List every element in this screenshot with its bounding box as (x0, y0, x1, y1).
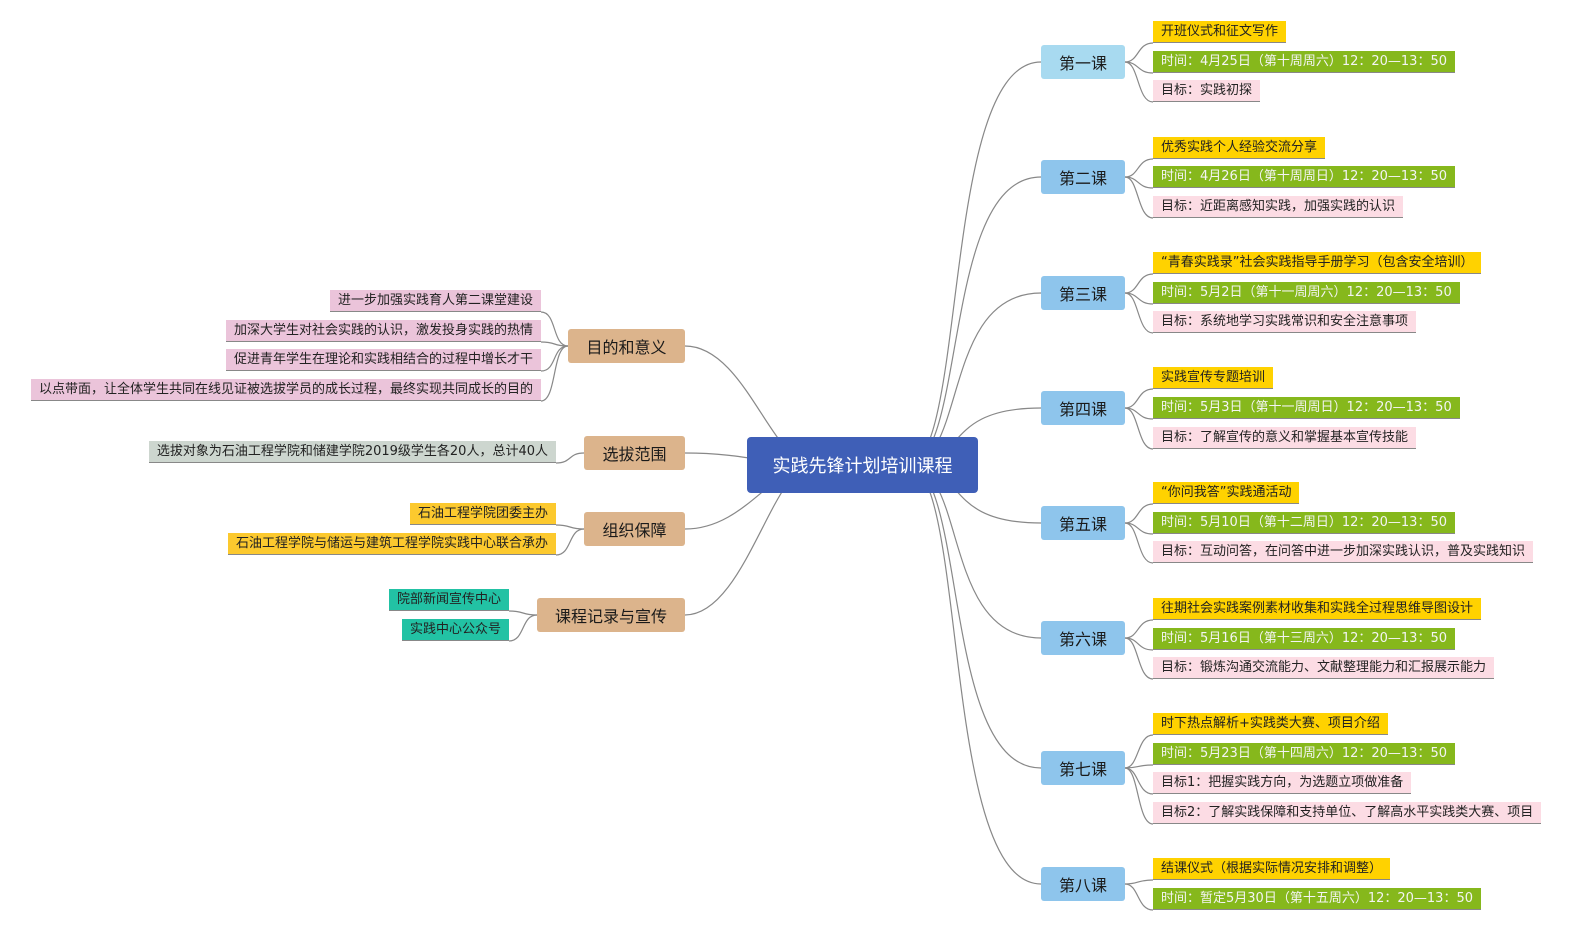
link-lesson-7-leaf (1124, 734, 1154, 769)
link-lesson-5-leaf (1124, 503, 1154, 524)
lesson-1-time: 时间：4月25日（第十周周六）12：20—13：50 (1153, 51, 1455, 73)
link-lesson-6-leaf (1124, 637, 1154, 680)
purpose-item-3: 促进青年学生在理论和实践相结合的过程中增长才干 (225, 349, 541, 371)
lesson-1-node[interactable]: 第一课 (1041, 45, 1125, 79)
link-lesson-4-leaf (1124, 388, 1154, 409)
link-center-lesson-1 (907, 61, 1042, 466)
link-branch-record-publicity-leaf (508, 610, 538, 616)
link-branch-purpose-leaf (540, 341, 569, 347)
lesson-3-goal: 目标：系统地学习实践常识和安全注意事项 (1153, 311, 1417, 333)
link-lesson-2-leaf (1124, 158, 1154, 178)
purpose-item-2: 加深大学生对社会实践的认识，激发投身实践的热情 (225, 320, 541, 342)
link-lesson-1-leaf (1124, 42, 1154, 63)
link-center-lesson-8 (907, 464, 1042, 885)
link-branch-organization-leaf (555, 524, 585, 530)
lesson-6-time: 时间：5月16日（第十三周六）12：20—13：50 (1153, 628, 1455, 650)
link-lesson-8-leaf (1124, 883, 1154, 911)
lesson-2-node[interactable]: 第二课 (1041, 160, 1125, 194)
branch-organization[interactable]: 组织保障 (584, 512, 685, 546)
lesson-5-time: 时间：5月10日（第十二周日）12：20—13：50 (1153, 512, 1455, 534)
selection-item-1: 选拔对象为石油工程学院和储建学院2019级学生各20人，总计40人 (148, 441, 556, 463)
lesson-1-goal: 目标：实践初探 (1153, 80, 1261, 102)
lesson-8-time: 时间：暂定5月30日（第十五周六）12：20—13：50 (1153, 888, 1481, 910)
lesson-7-node[interactable]: 第七课 (1041, 751, 1125, 785)
record-item-1: 院部新闻宣传中心 (388, 589, 509, 611)
purpose-item-4: 以点带面，让全体学生共同在线见证被选拔学员的成长过程，最终实现共同成长的目的 (30, 379, 541, 401)
lesson-6-goal: 目标：锻炼沟通交流能力、文献整理能力和汇报展示能力 (1153, 657, 1495, 679)
purpose-item-1: 进一步加强实践育人第二课堂建设 (329, 290, 541, 312)
lesson-5-node[interactable]: 第五课 (1041, 506, 1125, 540)
lesson-3-time: 时间：5月2日（第十一周周六）12：20—13：50 (1153, 282, 1460, 304)
organization-item-2: 石油工程学院与储运与建筑工程学院实践中心联合承办 (227, 533, 556, 555)
organization-item-1: 石油工程学院团委主办 (409, 503, 556, 525)
lesson-6-topic: 往期社会实践案例素材收集和实践全过程思维导图设计 (1153, 598, 1482, 620)
lesson-2-topic: 优秀实践个人经验交流分享 (1153, 137, 1326, 159)
branch-record-publicity[interactable]: 课程记录与宣传 (537, 598, 685, 632)
lesson-2-time: 时间：4月26日（第十周周日）12：20—13：50 (1153, 166, 1455, 188)
link-branch-record-publicity-leaf (508, 614, 538, 642)
lesson-5-goal: 目标：互动问答，在问答中进一步加深实践认识，普及实践知识 (1153, 541, 1534, 563)
lesson-1-topic: 开班仪式和征文写作 (1153, 21, 1287, 43)
link-branch-purpose-leaf (540, 345, 569, 372)
link-branch-purpose-leaf (540, 311, 569, 347)
lesson-4-topic: 实践宣传专题培训 (1153, 367, 1274, 389)
link-lesson-6-leaf (1124, 619, 1154, 639)
link-branch-organization-leaf (555, 528, 585, 556)
lesson-6-node[interactable]: 第六课 (1041, 621, 1125, 655)
lesson-3-topic: “青春实践录”社会实践指导手册学习（包含安全培训） (1153, 252, 1482, 274)
lesson-7-topic: 时下热点解析+实践类大赛、项目介绍 (1153, 713, 1388, 735)
lesson-8-topic: 结课仪式（根据实际情况安排和调整） (1153, 858, 1391, 880)
central-topic[interactable]: 实践先锋计划培训课程 (747, 437, 978, 493)
lesson-2-goal: 目标：近距离感知实践，加强实践的认识 (1153, 196, 1404, 218)
lesson-7-goal-1: 目标1：把握实践方向，为选题立项做准备 (1153, 772, 1412, 794)
lesson-4-goal: 目标：了解宣传的意义和掌握基本宣传技能 (1153, 427, 1417, 449)
lesson-3-node[interactable]: 第三课 (1041, 276, 1125, 310)
branch-purpose[interactable]: 目的和意义 (568, 329, 685, 363)
link-branch-purpose-leaf (540, 345, 569, 402)
lesson-7-time: 时间：5月23日（第十四周六）12：20—13：50 (1153, 743, 1455, 765)
link-lesson-2-leaf (1124, 176, 1154, 219)
lesson-8-node[interactable]: 第八课 (1041, 867, 1125, 901)
link-center-lesson-7 (907, 464, 1042, 769)
lesson-4-node[interactable]: 第四课 (1041, 391, 1125, 425)
link-lesson-5-leaf (1124, 522, 1154, 564)
link-lesson-7-leaf (1124, 767, 1154, 825)
record-item-2: 实践中心公众号 (401, 619, 509, 641)
branch-selection[interactable]: 选拔范围 (584, 436, 685, 470)
lesson-7-goal-2: 目标2：了解实践保障和支持单位、了解高水平实践类大赛、项目 (1153, 802, 1542, 824)
link-branch-selection-leaf (555, 452, 585, 464)
link-lesson-3-leaf (1124, 273, 1154, 294)
link-lesson-1-leaf (1124, 61, 1154, 103)
lesson-5-topic: “你问我答”实践通活动 (1153, 482, 1300, 504)
lesson-4-time: 时间：5月3日（第十一周周日）12：20—13：50 (1153, 397, 1460, 419)
link-center-lesson-2 (907, 176, 1042, 466)
link-lesson-3-leaf (1124, 292, 1154, 334)
link-lesson-8-leaf (1124, 879, 1154, 885)
link-lesson-4-leaf (1124, 407, 1154, 450)
link-lesson-7-leaf (1124, 767, 1154, 795)
